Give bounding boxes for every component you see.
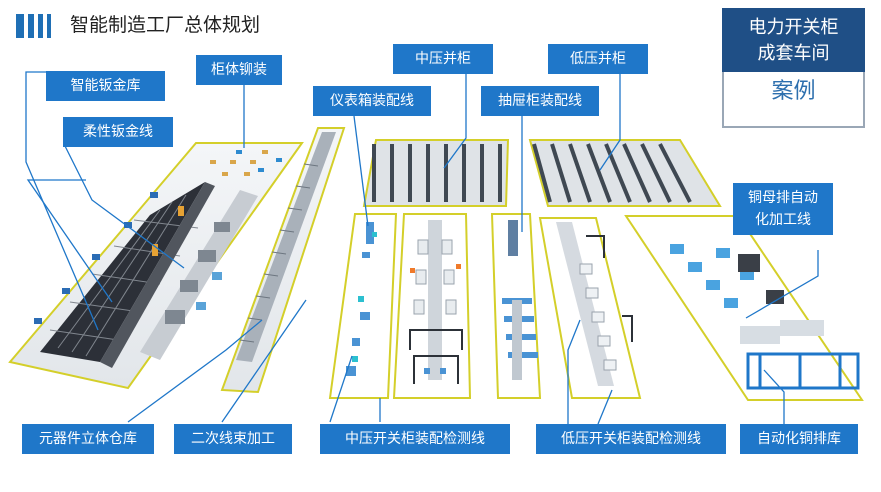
zone-secondary-harness (220, 127, 346, 394)
case-box: 电力开关柜 成套车间 案例 (722, 8, 865, 128)
leader-lines (25, 71, 819, 425)
case-box-heading: 电力开关柜 成套车间 (722, 8, 865, 72)
zone-copper-busbar (624, 215, 864, 401)
label-instrument-box-assembly: 仪表箱装配线 (313, 86, 431, 116)
zone-mv-parallel (362, 139, 510, 207)
zone-lv-test (538, 217, 642, 399)
case-box-line1: 电力开关柜 (748, 17, 839, 38)
label-mv-switchgear-test: 中压开关柜装配检测线 (320, 424, 510, 454)
label-cabinet-riveting: 柜体铆装 (196, 55, 282, 85)
label-secondary-harness: 二次线束加工 (174, 424, 292, 454)
label-copper-busbar-line: 铜母排自动 化加工线 (733, 183, 833, 235)
label-copper-busbar-line-2: 化加工线 (755, 212, 811, 228)
zone-mv-test (392, 213, 472, 399)
case-box-tag: 案例 (722, 72, 865, 128)
case-box-line2: 成套车间 (757, 43, 830, 64)
label-component-warehouse: 元器件立体仓库 (22, 424, 154, 454)
label-drawer-cabinet-assembly: 抽屉柜装配线 (481, 86, 599, 116)
zone-drawer-cabinet (490, 213, 542, 399)
label-copper-busbar-line-1: 铜母排自动 (748, 190, 818, 206)
label-flexible-sheet-metal-line: 柔性钣金线 (63, 117, 173, 147)
zone-lv-parallel (528, 139, 722, 207)
label-smart-sheet-metal-store: 智能钣金库 (46, 71, 165, 101)
label-lv-switchgear-test: 低压开关柜装配检测线 (536, 424, 726, 454)
label-mv-parallel-cabinet: 中压并柜 (393, 44, 493, 74)
label-auto-copper-store: 自动化铜排库 (740, 424, 858, 454)
zone-instrument-box (328, 213, 398, 399)
zone-sheet-metal (8, 142, 304, 390)
label-lv-parallel-cabinet: 低压并柜 (548, 44, 648, 74)
page-title: 智能制造工厂总体规划 (70, 14, 261, 36)
